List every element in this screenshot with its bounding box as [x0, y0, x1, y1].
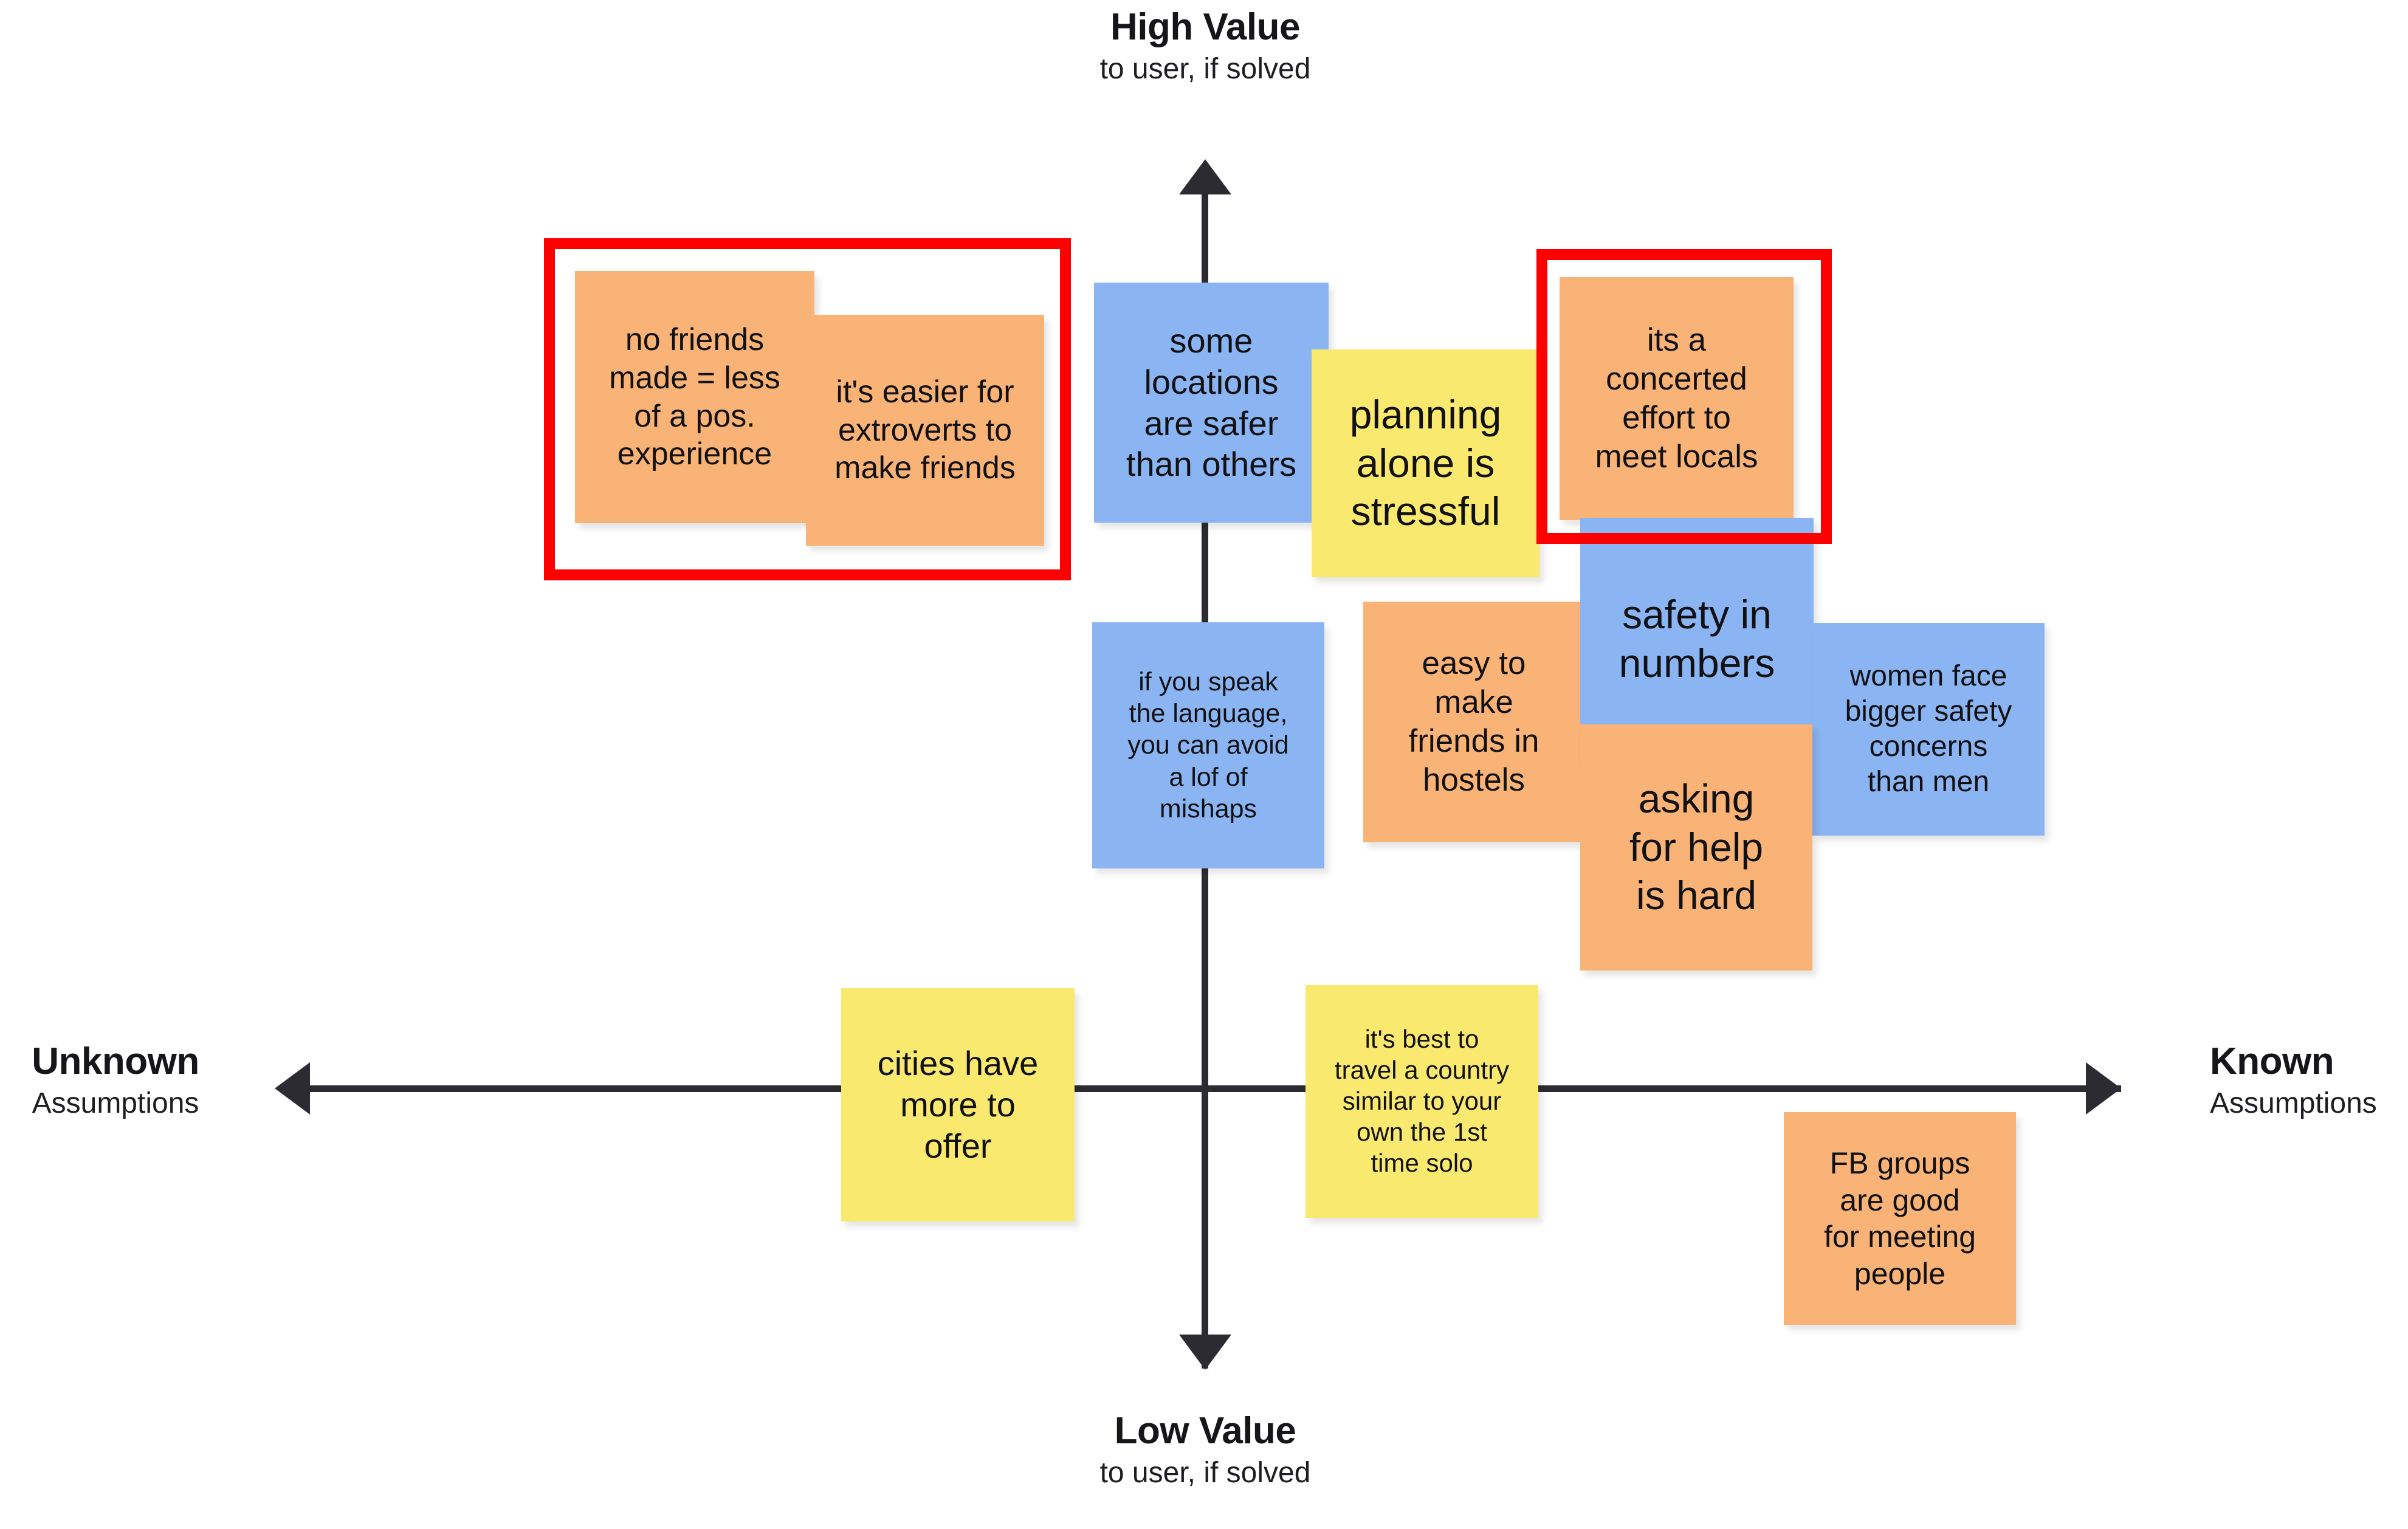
sticky-note-no-friends-made[interactable]: no friends made = less of a pos. experie…: [575, 271, 814, 523]
sticky-note-easy-make-friends-hostels[interactable]: easy to make friends in hostels: [1363, 602, 1584, 842]
axis-label-unknown-subtitle: Assumptions: [32, 1087, 199, 1120]
sticky-note-concerted-effort-meet-locals[interactable]: its a concerted effort to meet locals: [1560, 277, 1794, 520]
sticky-note-women-face-bigger-safety[interactable]: women face bigger safety concerns than m…: [1812, 623, 2045, 836]
sticky-note-planning-alone-stressful[interactable]: planning alone is stressful: [1312, 349, 1539, 577]
arrow-up-icon: [1179, 159, 1231, 194]
sticky-note-cities-have-more-to-offer[interactable]: cities have more to offer: [841, 988, 1075, 1221]
sticky-note-fb-groups-meeting-people[interactable]: FB groups are good for meeting people: [1784, 1112, 2016, 1325]
sticky-note-easier-for-extroverts[interactable]: it's easier for extroverts to make frien…: [806, 315, 1044, 546]
arrow-left-icon: [275, 1062, 310, 1115]
axis-label-high-value-title: High Value: [1110, 6, 1300, 48]
horizontal-axis: [292, 1085, 2121, 1092]
axis-label-low-value: Low Value to user, if solved: [901, 1410, 1509, 1489]
axis-label-known-subtitle: Assumptions: [2210, 1087, 2377, 1120]
arrow-right-icon: [2086, 1062, 2121, 1115]
sticky-note-best-travel-similar-country[interactable]: it's best to travel a country similar to…: [1305, 985, 1538, 1218]
axis-label-known-title: Known: [2210, 1040, 2334, 1082]
axis-label-unknown-title: Unknown: [32, 1040, 199, 1082]
axis-label-low-value-title: Low Value: [1114, 1410, 1296, 1452]
arrow-down-icon: [1179, 1335, 1231, 1370]
axis-label-high-value-subtitle: to user, if solved: [1099, 53, 1311, 86]
sticky-note-some-locations-safer[interactable]: some locations are safer than others: [1094, 283, 1329, 523]
sticky-note-if-you-speak-language[interactable]: if you speak the language, you can avoid…: [1092, 622, 1324, 868]
axis-label-low-value-subtitle: to user, if solved: [1099, 1457, 1311, 1489]
sticky-note-asking-for-help-is-hard[interactable]: asking for help is hard: [1580, 724, 1812, 971]
axis-label-known-assumptions: Known Assumptions: [2210, 1040, 2408, 1120]
annotation-highlight-right: [1536, 249, 1832, 544]
sticky-note-safety-in-numbers[interactable]: safety in numbers: [1580, 518, 1814, 761]
annotation-highlight-left: [544, 238, 1071, 580]
axis-label-unknown-assumptions: Unknown Assumptions: [0, 1040, 231, 1120]
axis-label-high-value: High Value to user, if solved: [901, 6, 1509, 86]
